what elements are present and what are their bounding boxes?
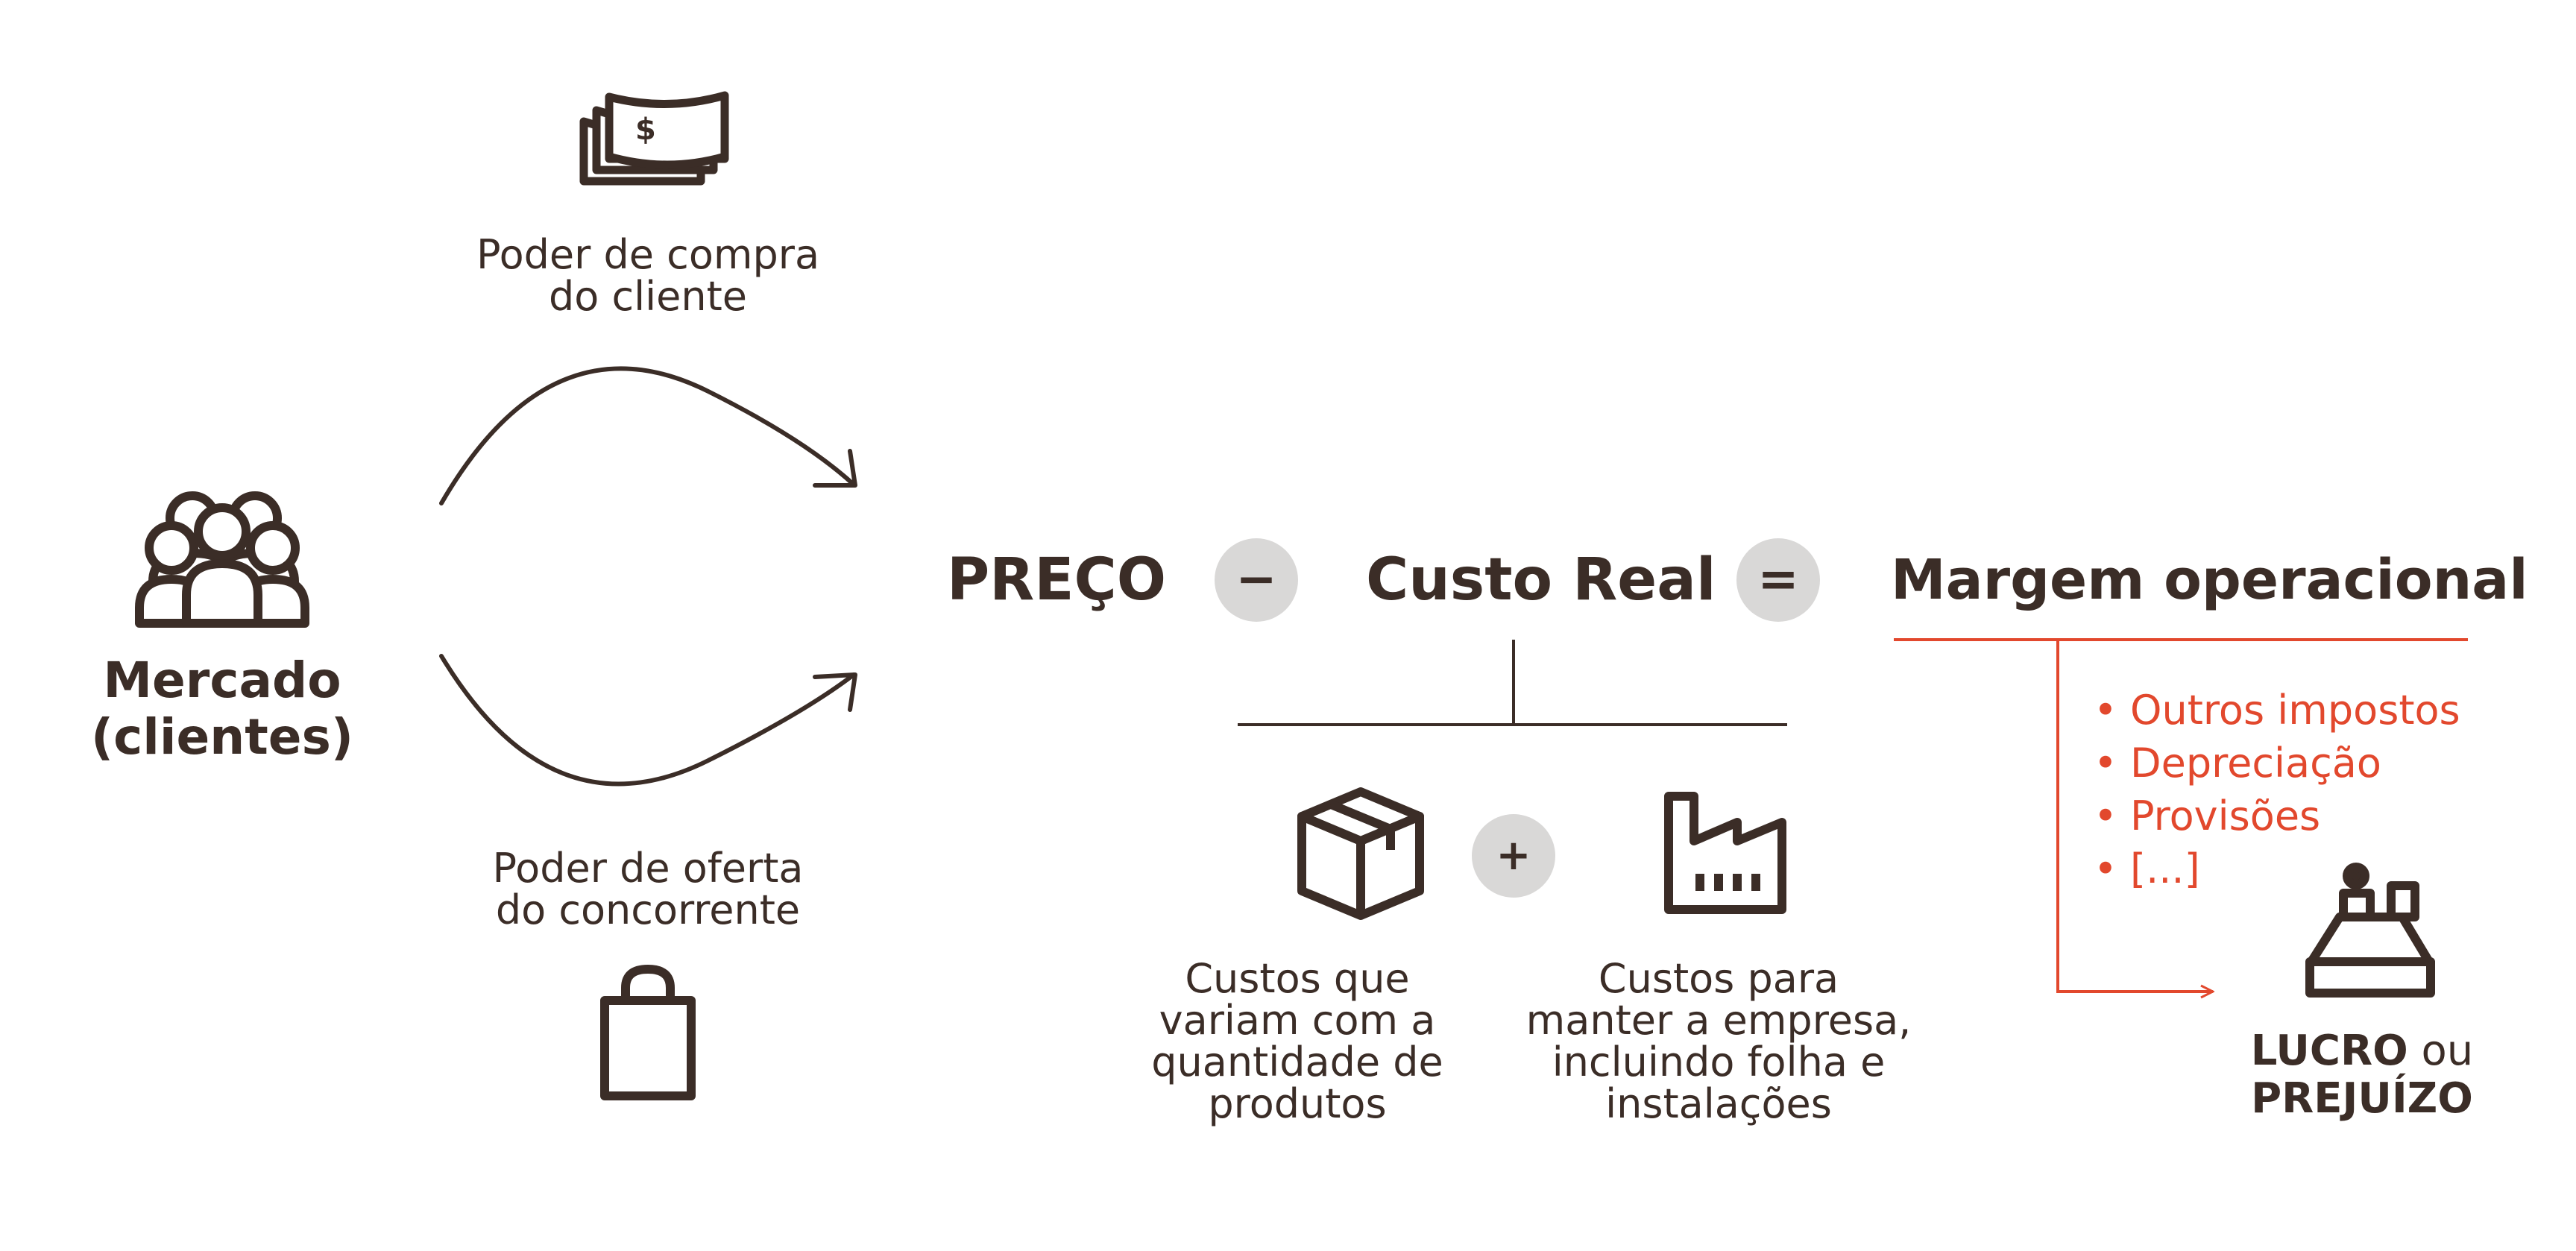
cash-register-icon <box>2305 863 2435 998</box>
plus-circle <box>1472 814 1555 898</box>
minus-circle <box>1215 538 1298 622</box>
equals-circle <box>1736 538 1820 622</box>
people-group-icon <box>135 491 309 628</box>
arrow-top-head <box>813 449 857 488</box>
shopping-bag-icon <box>600 965 696 1100</box>
result-label: LUCRO ou PREJUÍZO <box>2251 1027 2474 1123</box>
cost-breakdown-connector <box>1238 640 1787 726</box>
flow-arrows <box>439 366 857 787</box>
loss-label: PREJUÍZO <box>2251 1074 2473 1123</box>
arrow-bottom-head <box>813 672 857 712</box>
buying-power-label: Poder de compra do cliente <box>476 231 820 320</box>
deduction-item: • Provisões <box>2094 792 2321 839</box>
arrow-top <box>439 366 856 505</box>
minus-sign: − <box>1235 550 1277 608</box>
deduction-item: • Outros impostos <box>2094 687 2460 734</box>
price-term: PREÇO <box>947 546 1167 614</box>
margin-breakdown-connector <box>1894 638 2468 992</box>
deductions-list: • Outros impostos • Depreciação • Provis… <box>2094 684 2460 895</box>
operating-margin-term: Margem operacional <box>1891 548 2528 612</box>
market-label: Mercado (clientes) <box>90 652 354 766</box>
arrow-bottom <box>439 654 856 787</box>
profit-label: LUCRO <box>2250 1027 2408 1075</box>
deduction-item: • [...] <box>2094 845 2200 892</box>
dollar-sign: $ <box>635 113 656 147</box>
variable-costs-label: Custos que variam com a quantidade de pr… <box>1151 955 1443 1127</box>
box-icon <box>1297 787 1424 920</box>
factory-icon <box>1664 792 1786 914</box>
or-label: ou <box>2407 1027 2474 1075</box>
deduction-item: • Depreciação <box>2094 740 2381 787</box>
plus-sign: + <box>1496 831 1531 880</box>
real-cost-term: Custo Real <box>1366 546 1716 614</box>
equals-sign: = <box>1757 550 1799 608</box>
competitor-offer-label: Poder de oferta do concorrente <box>492 845 804 933</box>
fixed-costs-label: Custos para manter a empresa, incluindo … <box>1525 955 1912 1127</box>
banknotes-icon: $ <box>579 91 729 186</box>
